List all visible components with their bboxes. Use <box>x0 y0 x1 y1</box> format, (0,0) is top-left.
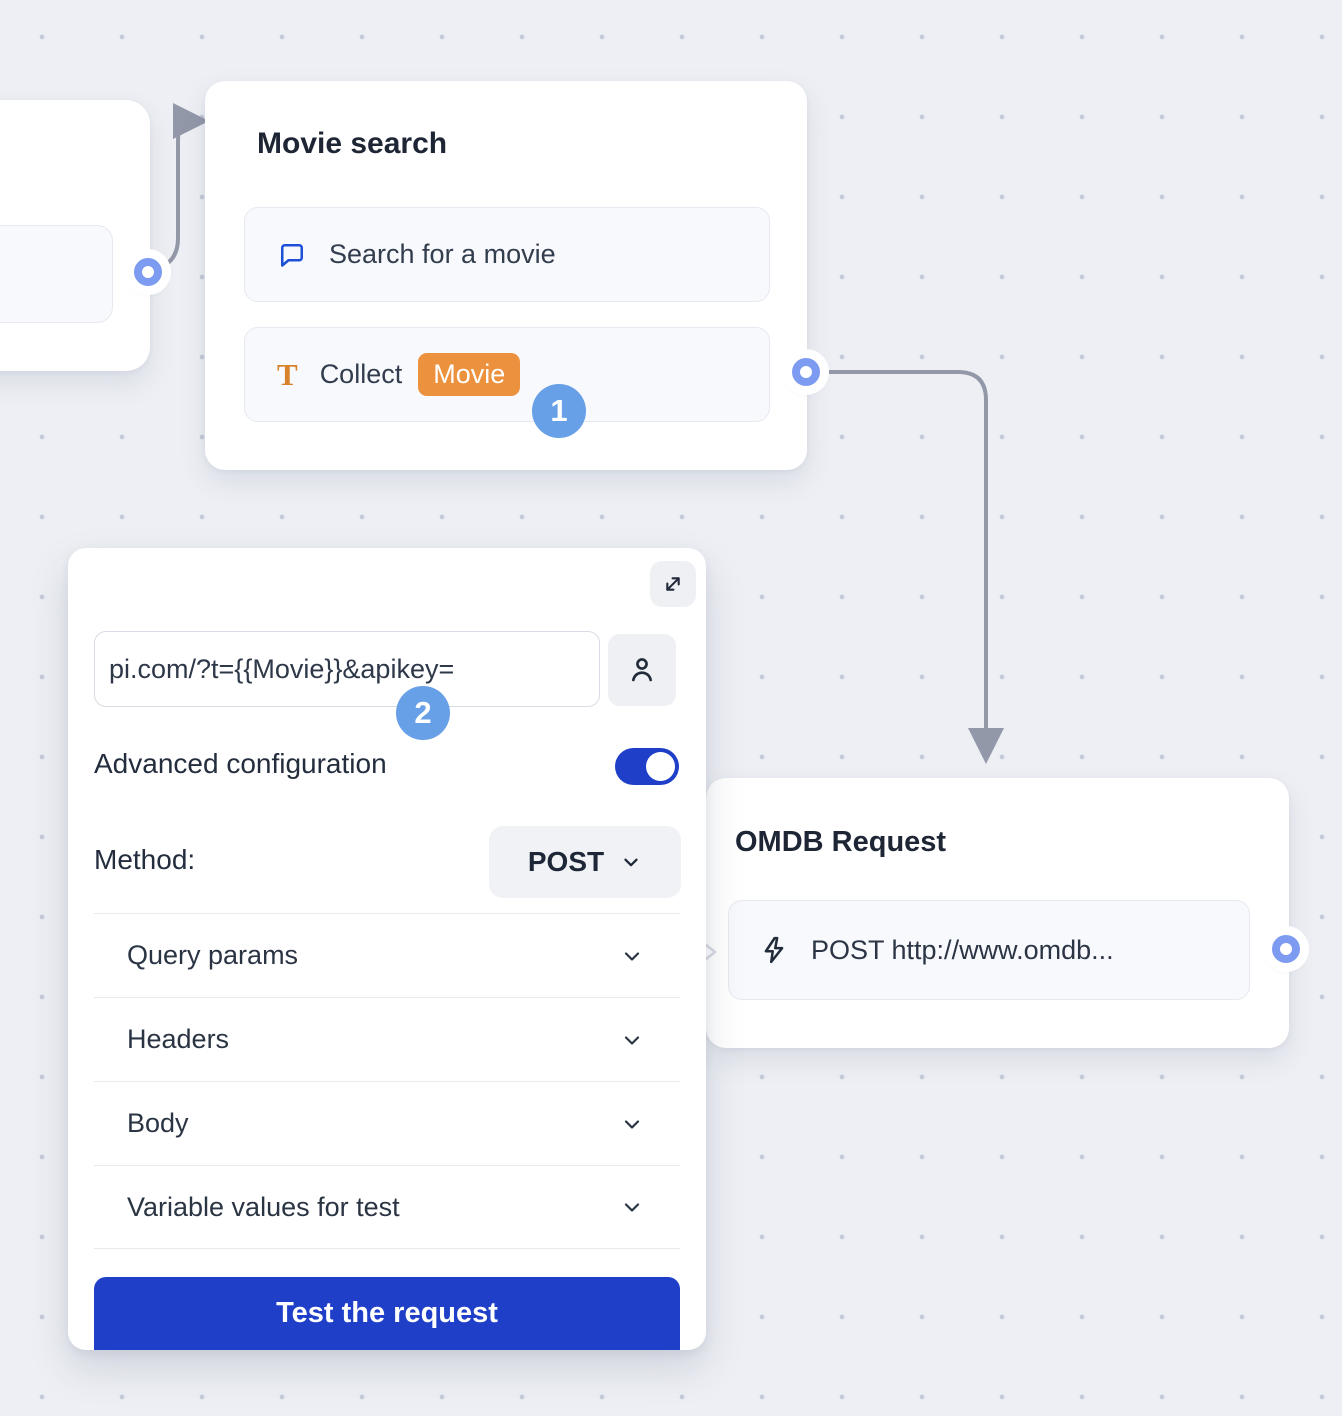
node-item-search-for-movie[interactable]: Search for a movie <box>244 207 770 302</box>
text-type-icon: T <box>277 356 298 392</box>
previous-node-item[interactable] <box>0 225 113 323</box>
node-item-label: Collect <box>319 359 403 389</box>
expand-diagonal-icon <box>660 571 686 597</box>
omdb-request-node[interactable]: OMDB Request POST http://www.omdb... <box>696 778 1289 1048</box>
previous-node-card[interactable] <box>0 100 150 371</box>
output-port-movie-search[interactable] <box>792 358 820 386</box>
chevron-down-icon <box>620 1195 644 1219</box>
section-label: Body <box>127 1108 189 1138</box>
method-select[interactable]: POST <box>489 826 681 898</box>
chevron-down-icon <box>620 851 642 873</box>
user-icon <box>626 654 658 686</box>
lightning-icon <box>759 935 789 965</box>
chat-bubble-icon <box>277 240 307 270</box>
chevron-down-icon <box>620 1028 644 1052</box>
webhook-url-input[interactable] <box>94 631 600 707</box>
variable-badge-movie: Movie <box>418 352 521 397</box>
node-item-label: POST http://www.omdb... <box>811 934 1114 965</box>
section-label: Headers <box>127 1024 230 1054</box>
method-label: Method: <box>94 844 196 875</box>
node-item-collect-movie[interactable]: T Collect Movie <box>244 327 770 422</box>
section-query-params[interactable]: Query params <box>94 913 680 997</box>
section-body[interactable]: Body <box>94 1081 680 1165</box>
node-title: Movie search <box>257 127 448 160</box>
advanced-configuration-toggle[interactable] <box>615 748 679 785</box>
toggle-knob <box>646 752 675 781</box>
section-label: Variable values for test <box>127 1191 400 1222</box>
connector-movie-search-to-omdb <box>808 370 1004 764</box>
section-headers[interactable]: Headers <box>94 997 680 1081</box>
test-request-button[interactable]: Test the request <box>94 1277 680 1350</box>
output-port-previous-node[interactable] <box>134 258 162 286</box>
chevron-down-icon <box>620 944 644 968</box>
output-port-omdb[interactable] <box>1272 935 1300 963</box>
node-title: OMDB Request <box>735 826 947 858</box>
advanced-configuration-label: Advanced configuration <box>94 748 387 779</box>
step-badge-1: 1 <box>532 384 586 438</box>
expand-button[interactable] <box>650 561 696 607</box>
step-badge-2: 2 <box>396 686 450 740</box>
section-label: Query params <box>127 940 299 970</box>
movie-search-node[interactable]: Movie search Search for a movie T Collec… <box>205 81 807 470</box>
method-value: POST <box>527 846 605 877</box>
chevron-down-icon <box>620 1112 644 1136</box>
node-item-omdb-request[interactable]: POST http://www.omdb... <box>728 900 1250 1000</box>
section-variable-values[interactable]: Variable values for test <box>94 1165 680 1249</box>
webhook-settings-panel: Advanced configuration Method: POST Quer… <box>68 548 706 1350</box>
connector-prev-to-movie-search <box>148 103 209 272</box>
node-item-label: Search for a movie <box>329 239 556 269</box>
insert-variable-button[interactable] <box>608 634 676 706</box>
